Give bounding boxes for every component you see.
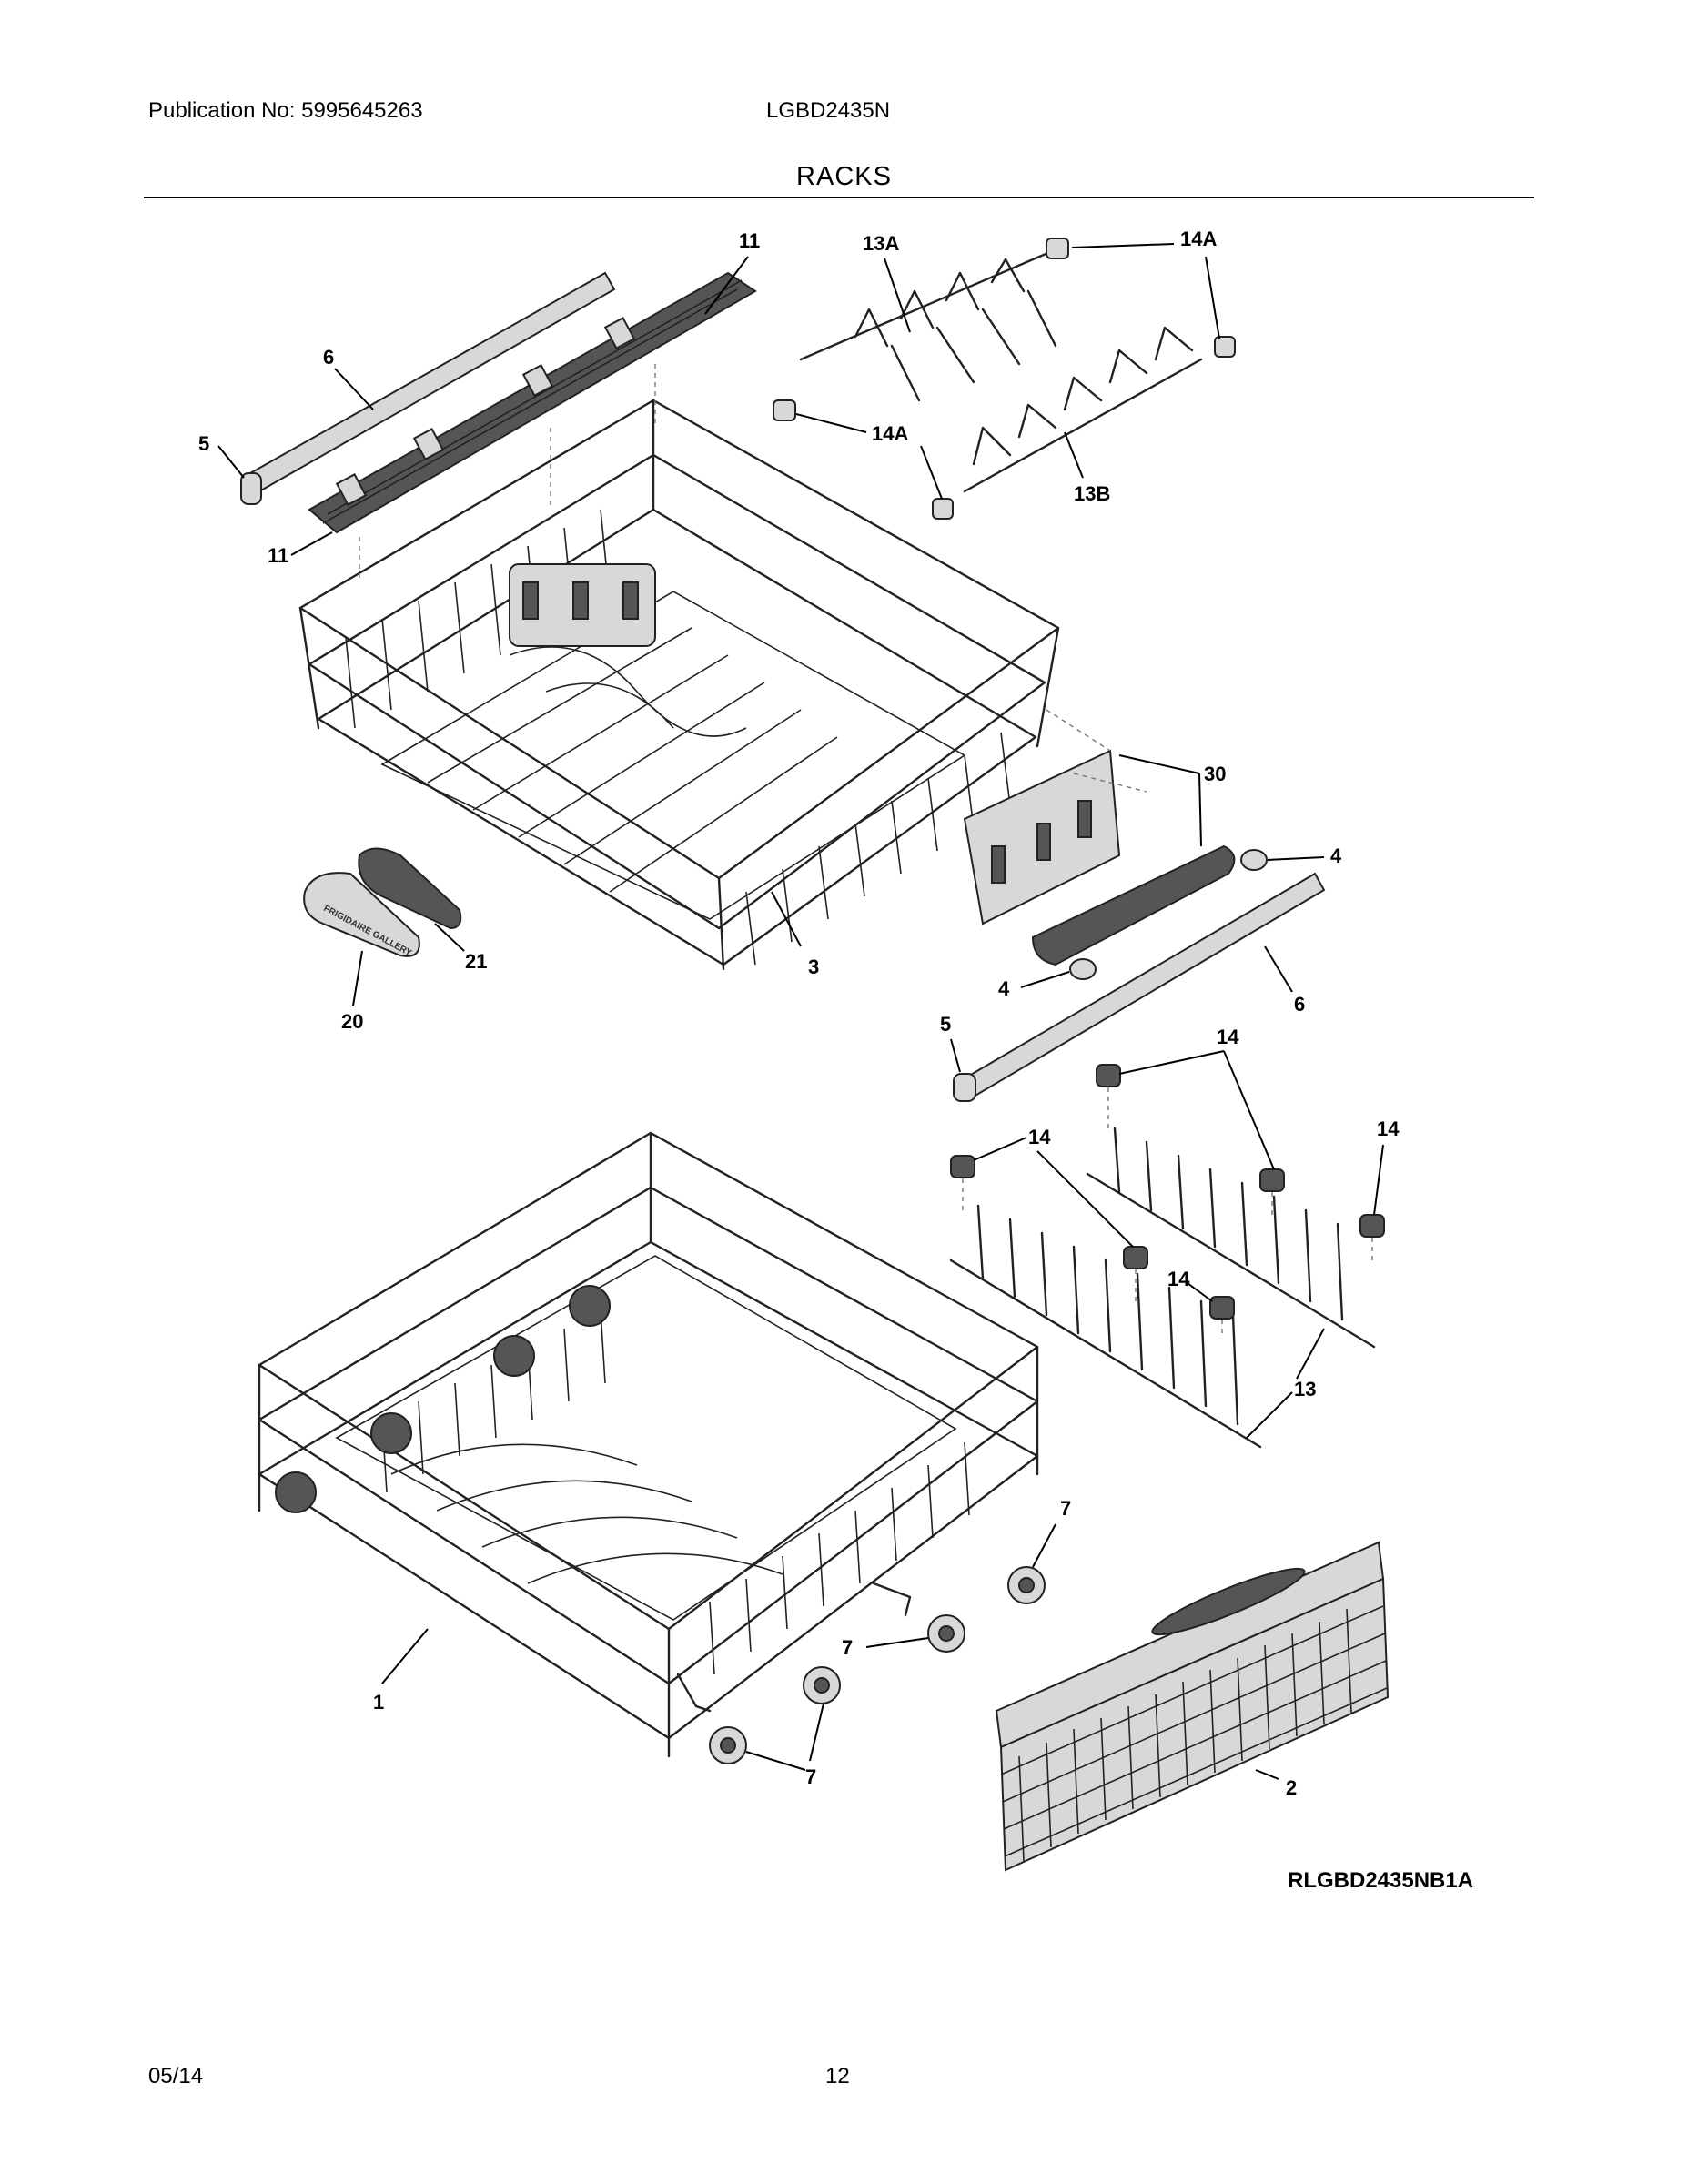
callout-13B: 13B: [1074, 482, 1110, 505]
tine-clip: [1214, 336, 1236, 358]
header-rule: [144, 197, 1534, 198]
rail-end-cap: [240, 472, 262, 505]
drawing-id: RLGBD2435NB1A: [1288, 1868, 1474, 1893]
callout-1: 1: [373, 1691, 384, 1714]
lower-rack: [258, 1131, 1039, 1758]
callout-13A: 13A: [863, 232, 899, 255]
tine-clip: [932, 498, 954, 520]
cup-shelf-assembly: [240, 271, 757, 578]
callout-21: 21: [465, 950, 487, 973]
callout-7-bottom: 7: [805, 1765, 816, 1788]
silverware-basket: [995, 1541, 1390, 1872]
lower-rack-wheels: [676, 1566, 1046, 1764]
rack-adjuster-assembly: [953, 709, 1326, 1102]
section-title: RACKS: [796, 162, 892, 191]
callout-13: 13: [1294, 1378, 1316, 1400]
handle-cover: [303, 872, 420, 957]
rack-wheel: [275, 1471, 317, 1513]
rail-end-cap: [953, 1073, 976, 1102]
handle-base: [358, 847, 462, 930]
upper-tine-rows: [773, 238, 1236, 520]
callout-11-left: 11: [268, 544, 288, 567]
callout-14-b: 14: [1377, 1117, 1400, 1140]
callout-14A-mid: 14A: [872, 422, 908, 445]
callout-4-left: 4: [998, 977, 1010, 1000]
rack-handle-assembly: FRIGIDAIRE GALLERY: [303, 847, 462, 958]
adjuster-arm: [1031, 844, 1236, 966]
tine-clip: [1259, 1168, 1285, 1192]
tine-clip: [1123, 1246, 1148, 1269]
basket-handle: [1151, 1567, 1306, 1636]
rack-roller: [1240, 849, 1268, 871]
callout-7-mid: 7: [842, 1636, 853, 1659]
tine-clip: [1096, 1064, 1121, 1087]
callout-6-right: 6: [1294, 993, 1305, 1016]
page-number: 12: [825, 2064, 850, 2088]
callout-14-c: 14: [1028, 1126, 1051, 1148]
rack-wheel: [493, 1335, 535, 1377]
callout-14-a: 14: [1217, 1026, 1239, 1048]
callout-5-top: 5: [198, 432, 209, 455]
callout-20: 20: [341, 1010, 363, 1033]
rack-wheel: [370, 1412, 412, 1454]
tine-clip: [1209, 1296, 1235, 1320]
callout-11-top: 11: [739, 229, 760, 252]
upper-rack: [298, 399, 1060, 971]
tine-clip: [773, 399, 796, 421]
rack-roller: [1069, 958, 1097, 980]
callout-3: 3: [808, 956, 819, 978]
rack-wheel: [569, 1285, 611, 1327]
callout-14-d: 14: [1167, 1268, 1190, 1290]
tine-clip: [1046, 238, 1069, 259]
callout-5-right: 5: [940, 1013, 951, 1036]
publication-number: Publication No: 5995645263: [148, 98, 423, 123]
callout-14A-top: 14A: [1180, 228, 1217, 250]
callout-2: 2: [1286, 1776, 1297, 1799]
tine-clip: [950, 1155, 975, 1178]
callout-6-top: 6: [323, 346, 334, 369]
tine-clip: [1359, 1214, 1385, 1238]
callout-7-right: 7: [1060, 1497, 1071, 1520]
callout-4-right: 4: [1330, 844, 1342, 867]
footer-date: 05/14: [148, 2064, 204, 2088]
lower-tine-rows: [949, 1064, 1385, 1449]
callout-30: 30: [1204, 763, 1226, 785]
model-number: LGBD2435N: [766, 98, 891, 123]
